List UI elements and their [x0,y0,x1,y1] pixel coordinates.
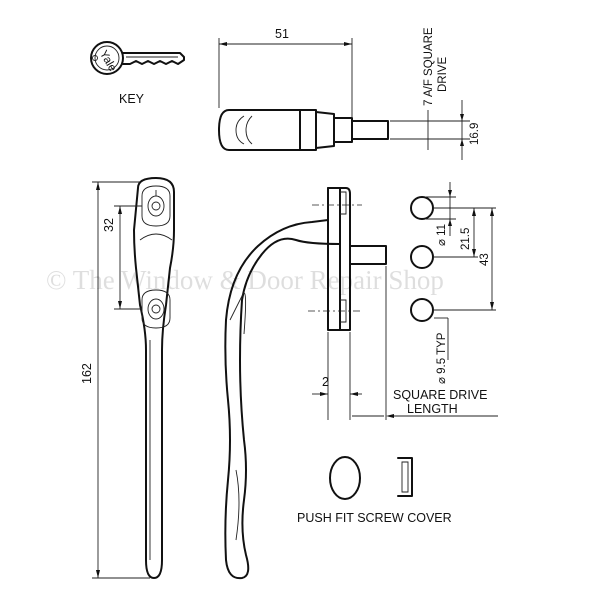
front-view-dimensions [92,181,150,579]
square-drive-af-line2: DRIVE [437,57,449,92]
key-brand-logo: Yale [97,49,118,74]
dim-2: 2 [322,375,329,389]
dim-32: 32 [102,218,116,232]
push-fit-screw-cover-label: PUSH FIT SCREW COVER [297,511,452,525]
watermark: © The Window & Door Repair Shop [46,265,444,295]
dim-51: 51 [275,27,289,41]
dim-16-9: 16.9 [469,123,481,145]
dim-43: 43 [479,253,491,266]
top-view [218,109,389,151]
screw-cover-front [329,456,361,500]
dim-9-5-typ: ⌀ 9.5 TYP [436,332,448,384]
key-illustration: Yale [90,41,185,75]
top-view-dimensions [218,38,470,160]
front-view [133,177,175,579]
square-drive-af-line1: 7 A/F SQUARE [423,27,435,106]
dim-162: 162 [80,363,94,384]
square-drive-length-line1: SQUARE DRIVE [393,388,487,402]
dim-11: ⌀ 11 [436,224,448,246]
side-view-dimensions [308,204,498,420]
hole-pattern [410,182,496,360]
side-view [224,187,387,580]
square-drive-length-line2: LENGTH [407,402,458,416]
screw-cover-side [397,457,413,497]
dim-21-5: 21.5 [460,228,472,250]
key-label: KEY [119,92,145,106]
